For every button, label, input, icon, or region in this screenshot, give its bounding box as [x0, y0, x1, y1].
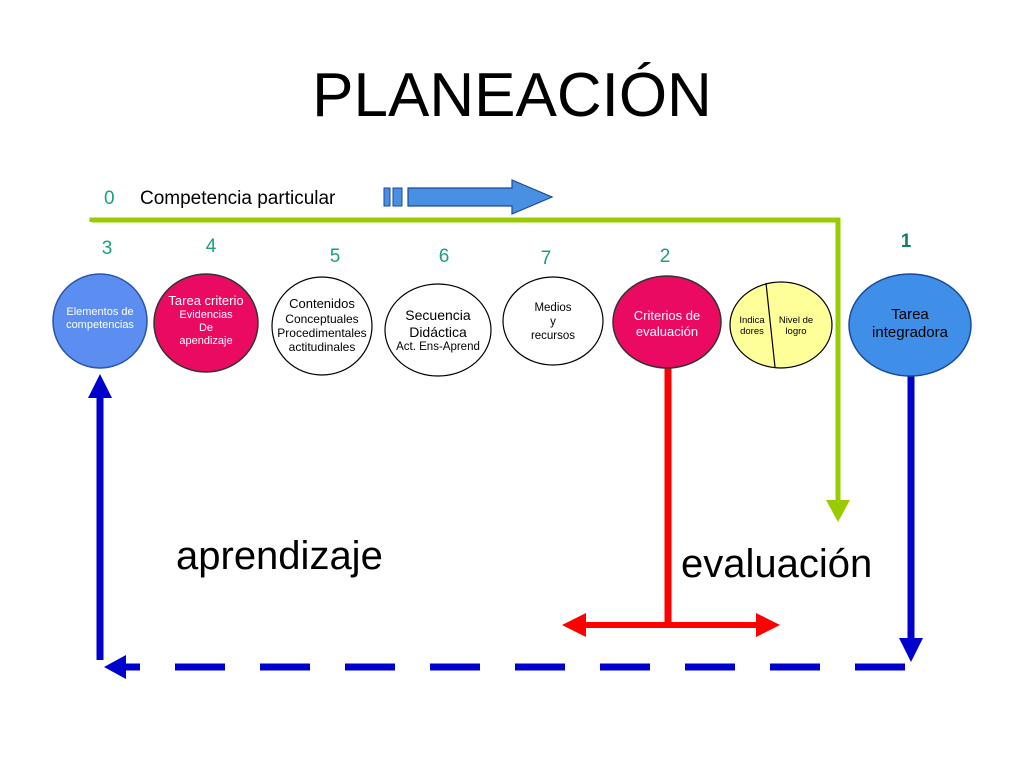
node-tarea-criterio-text: Tarea criterio Evidencias De apendizaje — [156, 293, 256, 348]
number-2: 2 — [659, 246, 671, 267]
node-elementos — [52, 273, 148, 369]
elementos-line1: Elementos de — [66, 306, 134, 318]
node-indicadores-divider — [765, 282, 776, 368]
green-arrowhead — [826, 500, 850, 522]
node-tarea-integradora-text: Tarea integradora — [856, 306, 964, 342]
node-indicadores — [729, 281, 833, 369]
number-5: 5 — [329, 246, 341, 267]
block-arrow-icon — [383, 179, 554, 215]
tarea-criterio-line3: De — [198, 321, 214, 334]
tarea-criterio-line2: Evidencias — [179, 308, 233, 321]
secuencia-line3: Act. Ens-Aprend — [396, 340, 480, 353]
criterios-line1: Criterios de — [633, 308, 701, 323]
indicadores-left2: dores — [740, 326, 764, 338]
tarea-integradora-line2: integradora — [872, 324, 948, 341]
node-secuencia — [384, 283, 492, 377]
node-elementos-text: Elementos de competencias — [55, 306, 145, 332]
competencia-number: 0 — [104, 188, 115, 209]
indicadores-right1: Nivel de — [778, 315, 814, 326]
node-secuencia-text: Secuencia Didáctica Act. Ens-Aprend — [385, 307, 491, 354]
green-flow-line — [89, 217, 841, 505]
node-tarea-criterio — [153, 273, 259, 373]
node-contenidos-text: Contenidos Conceptuales Procedimentales … — [270, 296, 374, 355]
number-6: 6 — [438, 246, 450, 267]
node-indicadores-left-text: Indica dores — [734, 315, 770, 338]
indicadores-left1: Indica — [739, 315, 765, 326]
blue-left-arrowhead — [104, 655, 126, 679]
indicadores-right2: logro — [785, 326, 807, 338]
node-tarea-integradora — [848, 273, 972, 377]
node-criterios — [612, 275, 722, 369]
blue-down-arrowhead — [899, 638, 923, 662]
number-7: 7 — [540, 248, 552, 269]
number-4: 4 — [205, 236, 217, 257]
node-medios-text: Medios y recursos — [505, 302, 601, 343]
secuencia-line2: Didáctica — [409, 323, 467, 340]
red-arrowhead-left — [562, 613, 586, 637]
label-aprendizaje: aprendizaje — [176, 534, 383, 578]
label-evaluacion: evaluación — [681, 542, 873, 586]
tarea-integradora-line1: Tarea — [891, 306, 929, 323]
contenidos-line4: actitudinales — [288, 340, 356, 355]
contenidos-line2: Conceptuales — [285, 311, 359, 326]
criterios-line2: evaluación — [635, 323, 699, 339]
number-3: 3 — [101, 238, 113, 259]
medios-line3: recursos — [530, 329, 576, 342]
node-indicadores-right-text: Nivel de logro — [773, 315, 819, 338]
competencia-label: Competencia particular — [140, 188, 336, 209]
node-criterios-text: Criterios de evaluación — [615, 308, 719, 339]
blue-up-arrowhead — [88, 374, 112, 398]
tarea-criterio-line1: Tarea criterio — [168, 293, 244, 308]
secuencia-line1: Secuencia — [405, 307, 471, 323]
red-arrowhead-right — [756, 613, 780, 637]
contenidos-line3: Procedimentales — [277, 325, 367, 340]
contenidos-line1: Contenidos — [289, 296, 355, 311]
medios-line1: Medios — [534, 302, 572, 314]
page-title: PLANEACIÓN — [312, 61, 712, 130]
node-contenidos — [271, 276, 373, 376]
node-medios — [502, 276, 604, 366]
tarea-criterio-line4: apendizaje — [179, 334, 233, 347]
number-1: 1 — [900, 231, 912, 252]
medios-line2: y — [550, 315, 556, 328]
elementos-line2: competencias — [66, 319, 134, 332]
